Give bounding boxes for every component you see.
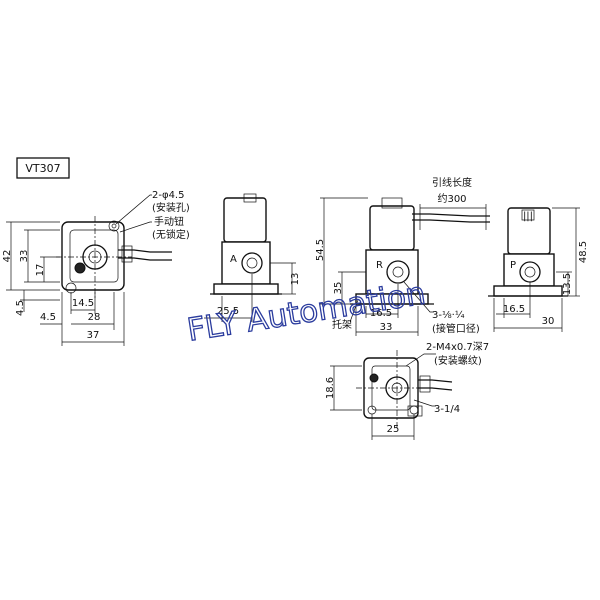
dim-18-6: 18.6: [325, 377, 336, 399]
dim-48-5: 48.5: [578, 241, 589, 263]
model-label-text: VT307: [25, 162, 60, 175]
front-view-r: 引线长度 约300 R 54.5 35 3-⅛·¼ (接管口径) 16.5 33: [315, 176, 490, 336]
port-thread-label: 3-⅛·¼: [432, 309, 465, 321]
dim-25-bottom: 25: [387, 424, 400, 435]
lead-length-value: 约300: [437, 192, 466, 205]
dim-4-5-bottom: 4.5: [40, 312, 56, 323]
dim-33-mid: 33: [380, 322, 393, 333]
dim-4-5-left: 4.5: [15, 300, 26, 316]
port-letter-a: A: [230, 254, 237, 265]
dim-30: 30: [542, 316, 555, 327]
mount-screw-note: (安装螺纹): [434, 354, 482, 367]
mount-hole-label: 2-φ4.5: [152, 190, 184, 201]
dim-54-5: 54.5: [315, 239, 326, 261]
manual-button-note: (无锁定): [152, 228, 190, 241]
dim-16-5-mid: 16.5: [370, 308, 392, 319]
dim-14-5: 14.5: [72, 298, 94, 309]
manual-button-label: 手动钮: [154, 215, 184, 228]
dim-37: 37: [87, 330, 100, 341]
bracket-label: 托架: [332, 318, 352, 331]
side-view-p: ||| P 48.5 13.5 16.5 30: [488, 207, 589, 332]
front-view-a: A 25.5 13: [204, 193, 301, 322]
dim-13-5: 13.5: [562, 273, 573, 295]
dim-17: 17: [35, 264, 46, 277]
mount-hole-note: (安装孔): [152, 201, 190, 214]
dim-42: 42: [2, 250, 13, 263]
dim-28: 28: [88, 312, 101, 323]
dim-25-5: 25.5: [217, 306, 239, 317]
port-letter-p: P: [510, 260, 516, 271]
dim-33-left: 33: [19, 250, 30, 263]
lead-length-label: 引线长度: [432, 176, 472, 189]
bottom-view: 18.6 25 2-M4x0.7深7 (安装螺纹) 3-1/4: [325, 341, 489, 440]
mount-screw-label: 2-M4x0.7深7: [426, 341, 489, 353]
dim-16-5-right: 16.5: [503, 304, 525, 315]
svg-text:|||: |||: [523, 211, 533, 222]
plan-view-left: 42 33 17 4.5 14.5 4.5 28 37 2-φ4.5 (安: [2, 190, 190, 346]
model-label: VT307: [16, 157, 70, 179]
dim-13: 13: [290, 273, 301, 286]
port-thread-note: (接管口径): [432, 322, 480, 335]
dim-35: 35: [333, 282, 344, 295]
ports-bottom-label: 3-1/4: [434, 404, 460, 415]
port-letter-r: R: [376, 260, 383, 271]
